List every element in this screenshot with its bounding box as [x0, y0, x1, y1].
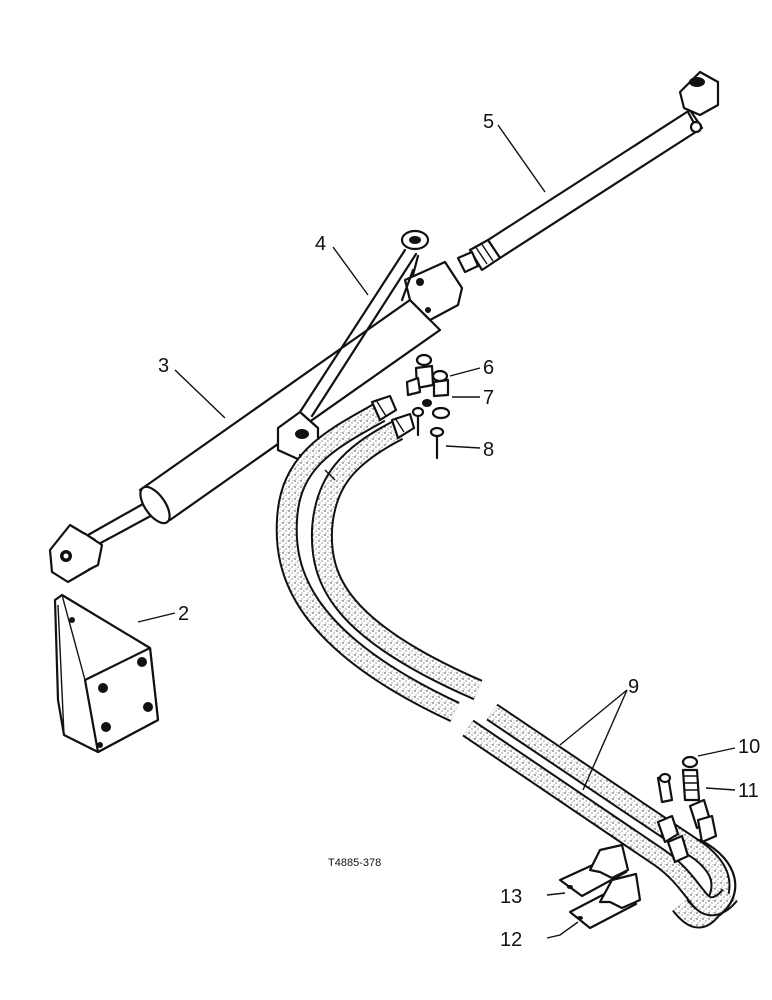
callout-4: 4 [315, 233, 326, 255]
adapter-fittings [656, 755, 701, 804]
fittings-cluster [405, 353, 451, 460]
callout-11: 11 [738, 780, 759, 802]
callout-5: 5 [483, 111, 494, 133]
hydraulic-cylinder [48, 254, 464, 584]
callout-6: 6 [483, 357, 494, 379]
callout-10: 10 [738, 736, 760, 758]
callout-13: 13 [500, 886, 522, 908]
mounting-bracket [53, 593, 160, 754]
callout-12: 12 [500, 929, 522, 951]
figure-id: T4885-378 [328, 857, 381, 869]
callout-7: 7 [483, 387, 494, 409]
callout-3: 3 [158, 355, 169, 377]
leader-lines [137, 124, 736, 939]
callout-8: 8 [483, 439, 494, 461]
hose-clamps [558, 843, 642, 930]
callout-9: 9 [628, 676, 639, 698]
rod-assembly [456, 70, 720, 274]
callout-2: 2 [178, 603, 189, 625]
hydraulic-hoses [275, 394, 738, 929]
